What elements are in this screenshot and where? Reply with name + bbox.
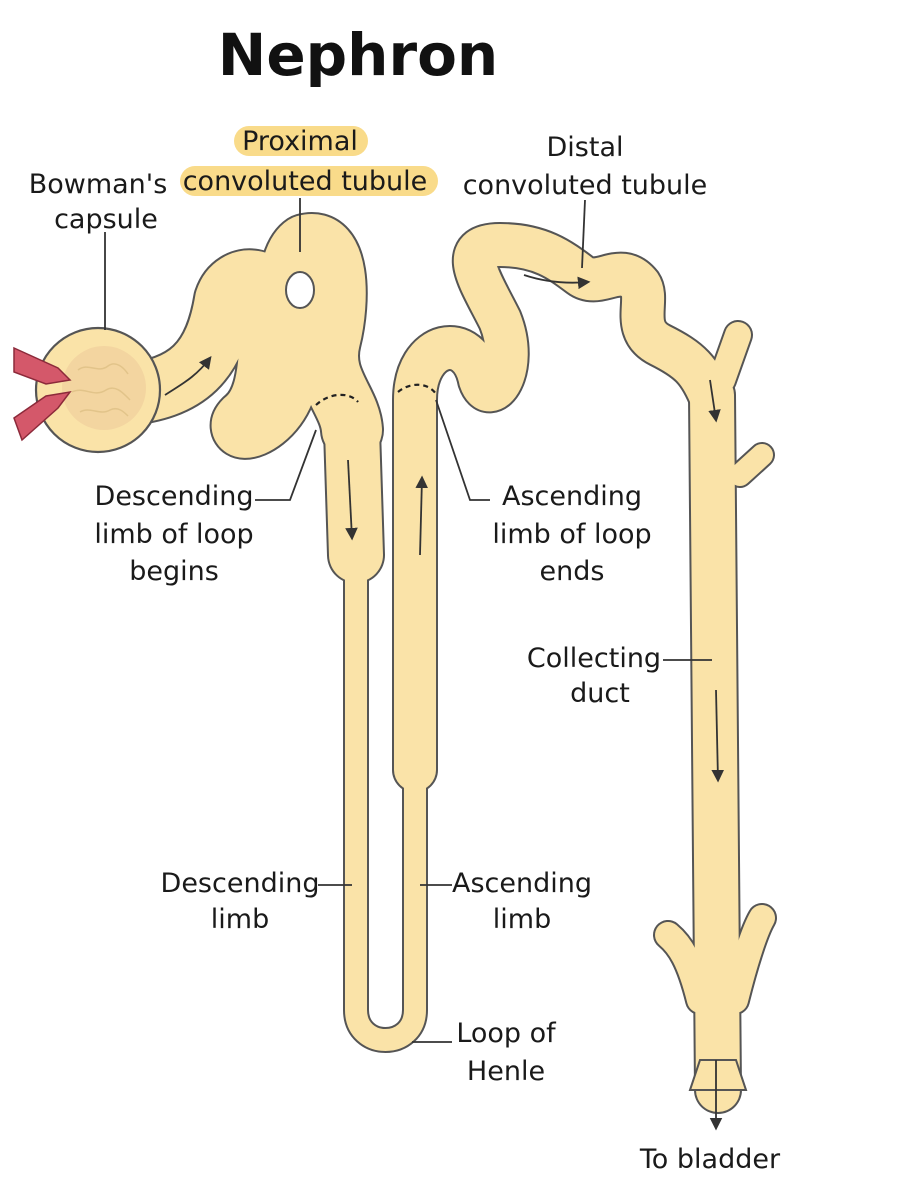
leader-lines (104, 198, 712, 1043)
label-line: capsule (54, 204, 158, 235)
label-line: Bowman's (29, 169, 168, 200)
label-line: Descending (95, 481, 254, 512)
label-collecting-duct: Collecting duct (527, 643, 661, 709)
descending-begin-marker (315, 393, 359, 406)
label-line: Loop of (456, 1018, 557, 1049)
label-line: limb (211, 904, 269, 935)
label-proximal-tubule: Proximal convoluted tubule (183, 126, 428, 197)
flow-arrows (164, 274, 725, 1131)
pct-highlight-1 (234, 126, 368, 156)
label-descending-begins: Descending limb of loop begins (94, 481, 253, 587)
label-line: Ascending (502, 481, 642, 512)
label-line: Henle (467, 1056, 545, 1087)
tubule-fill (90, 214, 775, 1112)
label-line: Proximal (242, 126, 358, 157)
label-line: Collecting (527, 643, 661, 674)
label-loop-of-henle: Loop of Henle (456, 1018, 557, 1087)
label-line: limb (493, 904, 551, 935)
duct-flare (688, 1059, 748, 1091)
label-line: convoluted tubule (463, 170, 708, 201)
pct-highlight-2 (180, 166, 438, 196)
glomerulus-capillaries (71, 363, 131, 417)
label-line: Descending (161, 868, 320, 899)
label-line: Distal (547, 132, 624, 163)
pct-loop-gap (285, 271, 315, 309)
label-ascending-ends: Ascending limb of loop ends (492, 481, 651, 587)
label-to-bladder: To bladder (639, 1144, 781, 1175)
label-ascending-limb: Ascending limb (452, 868, 592, 935)
efferent-arteriole (13, 390, 72, 442)
label-line: convoluted tubule (183, 166, 428, 197)
label-bowmans-capsule: Bowman's capsule (29, 169, 168, 235)
label-line: Ascending (452, 868, 592, 899)
label-line: limb of loop (492, 519, 651, 550)
label-descending-limb: Descending limb (161, 868, 320, 935)
glomerulus (62, 346, 146, 430)
label-line: begins (129, 556, 219, 587)
label-line: duct (570, 678, 630, 709)
label-line: ends (540, 556, 605, 587)
afferent-arteriole (13, 346, 72, 385)
label-line: limb of loop (94, 519, 253, 550)
label-distal-tubule: Distal convoluted tubule (463, 132, 708, 201)
ascending-end-marker (397, 383, 437, 395)
diagram-title: Nephron (218, 21, 498, 89)
